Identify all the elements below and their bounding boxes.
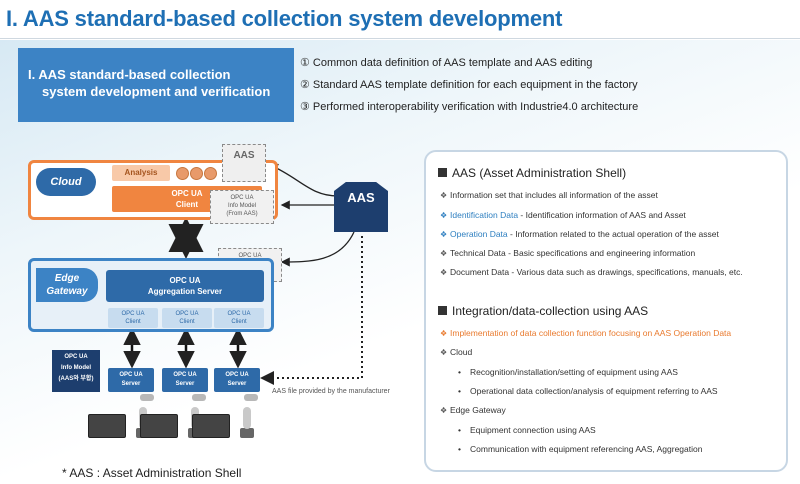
gear-icon (204, 167, 217, 180)
edge-gateway-label: Edge Gateway (36, 268, 98, 302)
integration-subitem-text: Recognition/installation/setting of equi… (470, 367, 678, 377)
opc-ua-server-text: OPC UA Server (173, 372, 197, 387)
section-header-box: I. AAS standard-based collection system … (18, 48, 294, 122)
connector-aas-to-edge (280, 231, 355, 267)
integration-subitem: • Operational data collection/analysis of… (458, 386, 718, 396)
page-title: I. AAS standard-based collection system … (6, 6, 563, 31)
edge-client-3: OPC UA Client (214, 308, 264, 328)
edge-gateway-label-text: Edge Gateway (46, 273, 88, 297)
edge-client-2: OPC UA Client (162, 308, 212, 328)
aas-item: ❖Technical Data - Basic specifications a… (440, 248, 695, 258)
info-model-cloud-text: OPC UA Info Model (From AAS) (226, 195, 258, 217)
edge-client-text: OPC UA Client (227, 311, 251, 325)
integration-subitem: • Communication with equipment referencin… (458, 444, 702, 454)
integration-subitem: • Recognition/installation/setting of equ… (458, 367, 678, 377)
diamond-bullet-icon: ❖ (440, 406, 448, 415)
aas-document-icon: AAS (334, 182, 388, 232)
aas-item-text: Technical Data - Basic specifications an… (450, 248, 696, 258)
integration-subitem-text: Equipment connection using AAS (470, 425, 596, 435)
objective-list: ① Common data definition of AAS template… (300, 52, 638, 118)
aas-item: ❖Operation Data - Information related to… (440, 229, 719, 239)
opc-ua-client-text: OPC UA Client (171, 189, 203, 209)
aas-item-highlight: Identification Data (450, 210, 519, 220)
diamond-bullet-icon: ❖ (440, 329, 448, 338)
diamond-bullet-icon: ❖ (440, 268, 448, 277)
opc-ua-server-2: OPC UA Server (162, 368, 208, 392)
aas-item: ❖Document Data - Various data such as dr… (440, 267, 743, 277)
info-model-device-text: OPC UA Info Model (AAS와 부합) (58, 354, 94, 382)
cloud-label: Cloud (36, 168, 96, 196)
edge-client-text: OPC UA Client (121, 311, 145, 325)
opc-ua-server-text: OPC UA Server (119, 372, 143, 387)
aas-item: ❖Identification Data - Identification in… (440, 210, 686, 220)
opc-ua-server-1: OPC UA Server (108, 368, 154, 392)
section-header-line2: system development and verification (42, 84, 271, 99)
aas-heading: AAS (Asset Administration Shell) (438, 166, 626, 180)
integration-heading: Integration/data-collection using AAS (438, 304, 648, 318)
gear-icon (190, 167, 203, 180)
opc-ua-server-3: OPC UA Server (214, 368, 260, 392)
aas-item-text: - Information related to the actual oper… (507, 229, 719, 239)
objective-item: ③ Performed interoperability verificatio… (300, 101, 639, 113)
square-bullet-icon (438, 306, 447, 315)
dot-bullet-icon: • (458, 444, 461, 454)
objective-item: ② Standard AAS template definition for e… (300, 79, 638, 91)
diamond-bullet-icon: ❖ (440, 249, 448, 258)
connector-aas-to-cloud (268, 163, 339, 197)
aas-item-text: - Identification information of AAS and … (518, 210, 686, 220)
integration-item-text: Edge Gateway (450, 405, 506, 415)
square-bullet-icon (438, 168, 447, 177)
integration-subitem-text: Operational data collection/analysis of … (470, 386, 718, 396)
aas-file-label: AAS file provided by the manufacturer (272, 388, 390, 395)
diamond-bullet-icon: ❖ (440, 211, 448, 220)
title-divider (0, 38, 800, 39)
integration-item-edge: ❖Edge Gateway (440, 405, 506, 415)
aas-heading-text: AAS (Asset Administration Shell) (452, 166, 627, 180)
info-model-device: OPC UA Info Model (AAS와 부합) (52, 350, 100, 392)
section-header-line1: I. AAS standard-based collection (28, 67, 231, 82)
diamond-bullet-icon: ❖ (440, 348, 448, 357)
edge-client-1: OPC UA Client (108, 308, 158, 328)
integration-subitem-text: Communication with equipment referencing… (470, 444, 703, 454)
integration-heading-text: Integration/data-collection using AAS (452, 304, 649, 318)
description-panel (424, 150, 788, 472)
diamond-bullet-icon: ❖ (440, 230, 448, 239)
edge-client-text: OPC UA Client (175, 311, 199, 325)
integration-item-text: Implementation of data collection functi… (450, 328, 732, 338)
aggregation-server-text: OPC UA Aggregation Server (147, 276, 223, 296)
opc-ua-server-text: OPC UA Server (225, 372, 249, 387)
integration-item-cloud: ❖Cloud (440, 347, 472, 357)
controller-icon (140, 414, 178, 438)
integration-item-text: Cloud (450, 347, 473, 357)
integration-subitem: • Equipment connection using AAS (458, 425, 596, 435)
controller-icon (88, 414, 126, 438)
dot-bullet-icon: • (458, 425, 461, 435)
dot-bullet-icon: • (458, 386, 461, 396)
controller-icon (192, 414, 230, 438)
dot-bullet-icon: • (458, 367, 461, 377)
robot-arm-icon (236, 392, 258, 438)
aas-item-text: Document Data - Various data such as dra… (450, 267, 743, 277)
diamond-bullet-icon: ❖ (440, 191, 448, 200)
analysis-box: Analysis (112, 165, 170, 181)
info-model-cloud: OPC UA Info Model (From AAS) (210, 190, 274, 224)
integration-item-highlight: ❖Implementation of data collection funct… (440, 328, 731, 338)
objective-item: ① Common data definition of AAS template… (300, 57, 593, 69)
aggregation-server: OPC UA Aggregation Server (106, 270, 264, 302)
aas-item-highlight: Operation Data (450, 229, 508, 239)
aas-item: ❖Information set that includes all infor… (440, 190, 658, 200)
gear-icon (176, 167, 189, 180)
footnote: * AAS : Asset Administration Shell (62, 466, 242, 480)
aas-cube-icon: AAS (222, 144, 266, 182)
aas-item-text: Information set that includes all inform… (450, 190, 658, 200)
aas-file-dotted-link (260, 236, 363, 385)
